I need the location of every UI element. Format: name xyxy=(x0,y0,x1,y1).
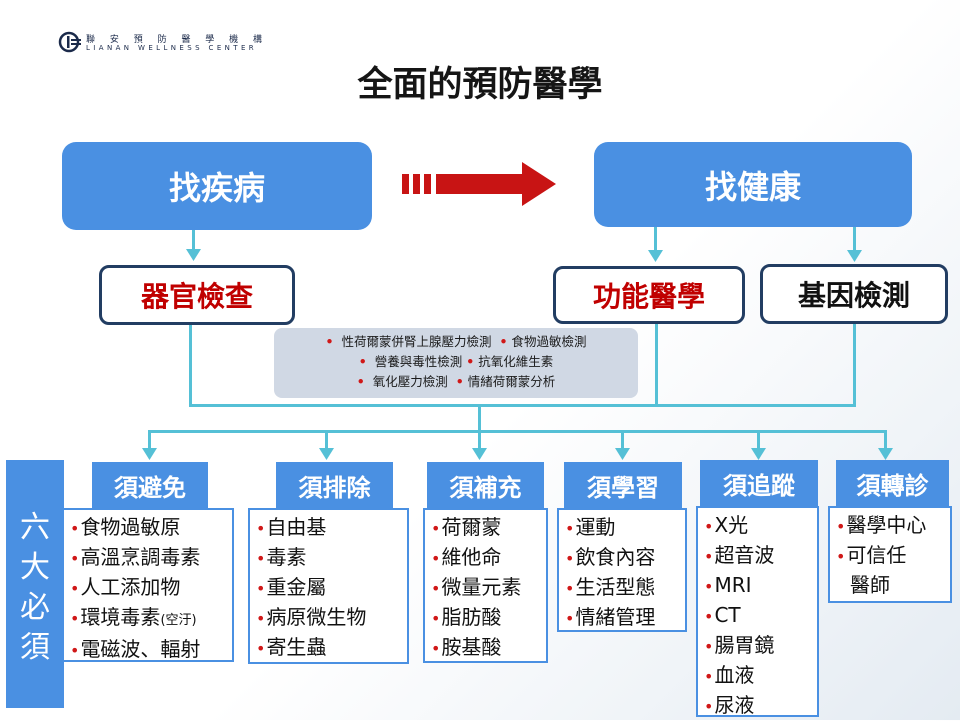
list-item: 荷爾蒙 xyxy=(431,513,542,543)
list-item: 超音波 xyxy=(704,541,813,571)
connector xyxy=(757,430,760,450)
list-item: 維他命 xyxy=(431,543,542,573)
list-item: 血液 xyxy=(704,661,813,691)
category-remove: 須排除 xyxy=(276,462,393,508)
connector xyxy=(621,430,624,450)
list-item: X光 xyxy=(704,511,813,541)
connector xyxy=(189,325,192,407)
test-item: 營養與毒性檢測 xyxy=(374,354,463,369)
list-item: 病原微生物 xyxy=(256,603,403,633)
refer-list: 醫學中心 可信任 醫師 xyxy=(828,506,952,603)
list-item-continued: 醫師 xyxy=(850,573,890,597)
category-refer: 須轉診 xyxy=(836,460,949,506)
organ-exam-box: 器官檢查 xyxy=(99,265,295,325)
connector xyxy=(325,430,328,450)
connector xyxy=(853,324,856,407)
connector xyxy=(655,324,658,407)
list-item-text: 環境毒素 xyxy=(80,605,161,629)
logo-mark-icon xyxy=(58,31,81,53)
connector-horizontal xyxy=(148,430,887,433)
list-item: 電磁波、輻射 xyxy=(70,635,228,665)
logo: 聯 安 預 防 醫 學 機 構 LIANAN WELLNESS CENTER xyxy=(58,30,278,56)
test-item: 抗氧化維生素 xyxy=(478,354,554,369)
connector-arrowhead xyxy=(472,448,487,460)
tests-row: • 性荷爾蒙併腎上腺壓力檢測 • 食物過敏檢測 xyxy=(325,334,587,349)
category-learn: 須學習 xyxy=(564,462,682,508)
list-item: MRI xyxy=(704,571,813,601)
list-item: 醫學中心 xyxy=(836,511,946,541)
list-item: 腸胃鏡 xyxy=(704,631,813,661)
test-item: 食物過敏檢測 xyxy=(511,334,587,349)
category-supplement: 須補充 xyxy=(427,462,544,508)
functional-tests-panel: • 性荷爾蒙併腎上腺壓力檢測 • 食物過敏檢測 • 營養與毒性檢測 • 抗氧化維… xyxy=(274,328,638,398)
list-item: 尿液 xyxy=(704,691,813,721)
list-item: 微量元素 xyxy=(431,573,542,603)
connector-arrowhead xyxy=(648,250,663,262)
connector-arrowhead xyxy=(847,250,862,262)
six-musts-char: 須 xyxy=(20,630,50,665)
find-disease-box: 找疾病 xyxy=(62,142,372,230)
avoid-list: 食物過敏原 高溫烹調毒素 人工添加物 環境毒素(空汙) 電磁波、輻射 xyxy=(62,508,234,662)
connector-arrowhead xyxy=(142,448,157,460)
list-item: 自由基 xyxy=(256,513,403,543)
gene-test-box: 基因檢測 xyxy=(760,264,948,324)
category-track: 須追蹤 xyxy=(700,460,818,506)
connector xyxy=(478,404,481,432)
connector-arrowhead xyxy=(878,448,893,460)
logo-name-en: LIANAN WELLNESS CENTER xyxy=(86,44,258,52)
learn-list: 運動 飲食內容 生活型態 情緒管理 xyxy=(557,508,687,632)
connector xyxy=(148,430,151,450)
track-list: X光 超音波 MRI CT 腸胃鏡 血液 尿液 xyxy=(696,506,819,717)
list-item-note: (空汙) xyxy=(160,613,197,628)
supplement-list: 荷爾蒙 維他命 微量元素 脂肪酸 胺基酸 xyxy=(423,508,548,663)
list-item: 飲食內容 xyxy=(565,543,681,573)
connector-arrowhead xyxy=(319,448,334,460)
list-item: 人工添加物 xyxy=(70,573,228,603)
test-item: 情緒荷爾蒙分析 xyxy=(467,374,556,389)
page-title: 全面的預防醫學 xyxy=(357,65,603,105)
list-item: 可信任 xyxy=(836,541,946,571)
list-item: 胺基酸 xyxy=(431,633,542,663)
connector-arrowhead xyxy=(186,249,201,261)
category-avoid: 須避免 xyxy=(92,462,208,508)
list-item: 毒素 xyxy=(256,543,403,573)
remove-list: 自由基 毒素 重金屬 病原微生物 寄生蟲 xyxy=(248,508,409,664)
connector-horizontal xyxy=(189,404,856,407)
list-item: 高溫烹調毒素 xyxy=(70,543,228,573)
list-item: 情緒管理 xyxy=(565,603,681,633)
test-item: 性荷爾蒙併腎上腺壓力檢測 xyxy=(341,334,492,349)
connector xyxy=(192,230,195,250)
list-item: 食物過敏原 xyxy=(70,513,228,543)
tests-row: • 營養與毒性檢測 • 抗氧化維生素 xyxy=(358,354,554,369)
right-arrow-icon xyxy=(402,162,556,206)
list-item: 重金屬 xyxy=(256,573,403,603)
functional-medicine-box: 功能醫學 xyxy=(553,266,745,324)
connector-arrowhead xyxy=(751,448,766,460)
connector xyxy=(654,227,657,251)
connector xyxy=(478,430,481,450)
connector xyxy=(853,227,856,251)
six-musts-char: 大 xyxy=(20,550,50,585)
list-item: 環境毒素(空汙) xyxy=(70,603,228,635)
connector xyxy=(884,430,887,450)
test-item: 氧化壓力檢測 xyxy=(372,374,448,389)
tests-row: • 氧化壓力檢測 • 情緒荷爾蒙分析 xyxy=(356,374,556,389)
six-musts-char: 六 xyxy=(20,510,50,545)
six-musts-char: 必 xyxy=(20,590,50,625)
list-item: 脂肪酸 xyxy=(431,603,542,633)
find-health-box: 找健康 xyxy=(594,142,912,227)
six-musts-label: 六 大 必 須 xyxy=(6,460,64,708)
logo-name-zh: 聯 安 預 防 醫 學 機 構 xyxy=(86,35,269,45)
list-item: CT xyxy=(704,601,813,631)
list-item: 運動 xyxy=(565,513,681,543)
connector-arrowhead xyxy=(615,448,630,460)
list-item: 生活型態 xyxy=(565,573,681,603)
list-item: 寄生蟲 xyxy=(256,633,403,663)
